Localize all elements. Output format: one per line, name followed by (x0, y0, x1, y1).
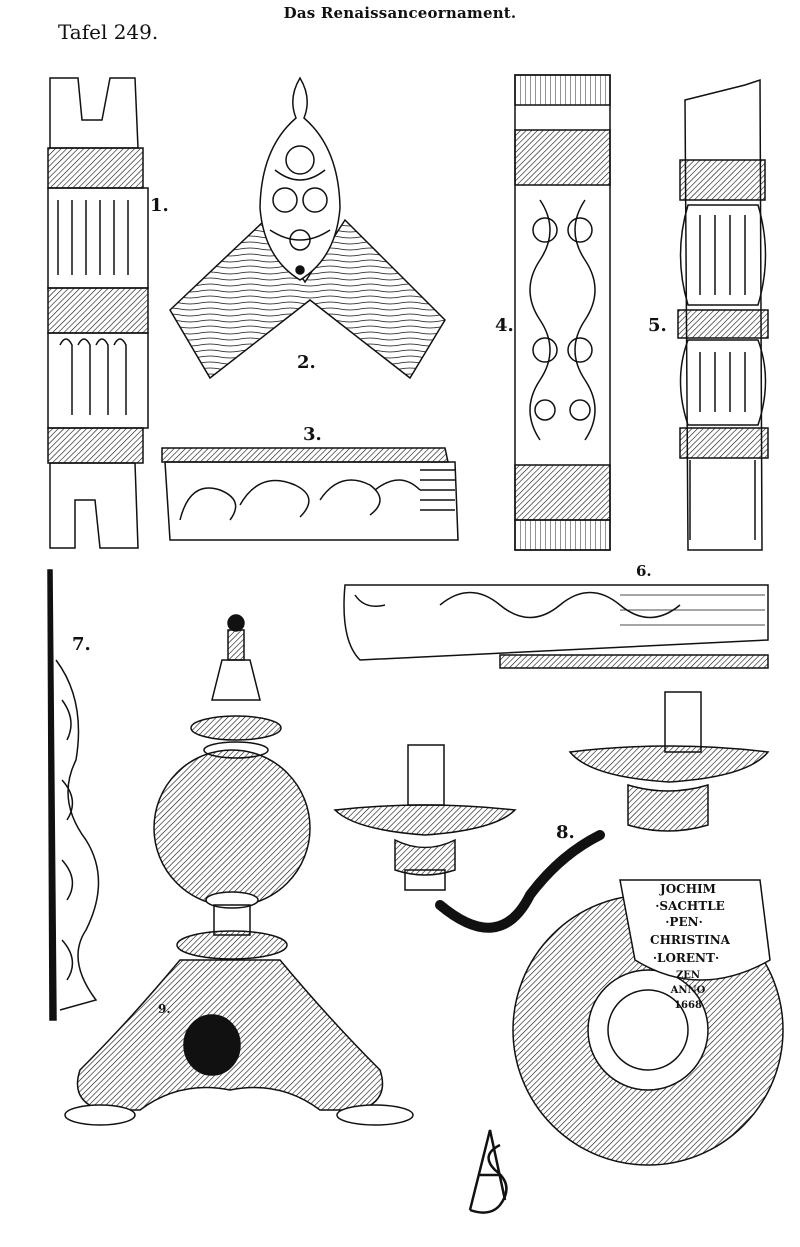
inscription-line-3: ·PEN· (665, 915, 703, 929)
inscription-line-6: ZEN (676, 970, 700, 981)
figure-4-scroll-panel (514, 74, 611, 551)
monogram-icon (468, 1129, 508, 1214)
figure-6-number: 6. (636, 562, 652, 580)
inscription-line-4: CHRISTINA (650, 933, 731, 947)
figure-1-carved-post (47, 77, 149, 549)
figure-1-number: 1. (150, 195, 169, 216)
figure-8-wall-sconce (333, 691, 784, 1166)
figure-7-side-profile (47, 569, 100, 1021)
page-title: Das Renaissanceornament. (283, 4, 517, 22)
figure-3-number: 3. (303, 424, 322, 445)
figure-3-carved-beam (161, 447, 459, 541)
inscription-line-2: ·SACHTLE (655, 899, 725, 913)
figure-9-andiron (64, 614, 414, 1126)
inscription-line-1: JOCHIM (659, 882, 716, 896)
plate-number: Tafel 249. (58, 20, 159, 44)
inscription-line-7: ANNO (670, 985, 706, 996)
figure-5-number: 5. (648, 315, 667, 336)
figure-4-number: 4. (495, 315, 514, 336)
inscription-line-5: ·LORENT· (653, 951, 719, 965)
figure-8-number: 8. (556, 822, 575, 843)
figure-7-number: 7. (72, 634, 91, 655)
figure-6-long-beam (343, 584, 769, 669)
inscription-line-8: 1668 (674, 1000, 702, 1011)
figure-2-corner-bracket (169, 76, 446, 380)
figure-2-number: 2. (297, 352, 316, 373)
figure-5-baluster (677, 78, 769, 551)
figure-8-inscription: JOCHIM ·SACHTLE ·PEN· CHRISTINA ·LORENT·… (650, 882, 731, 1011)
